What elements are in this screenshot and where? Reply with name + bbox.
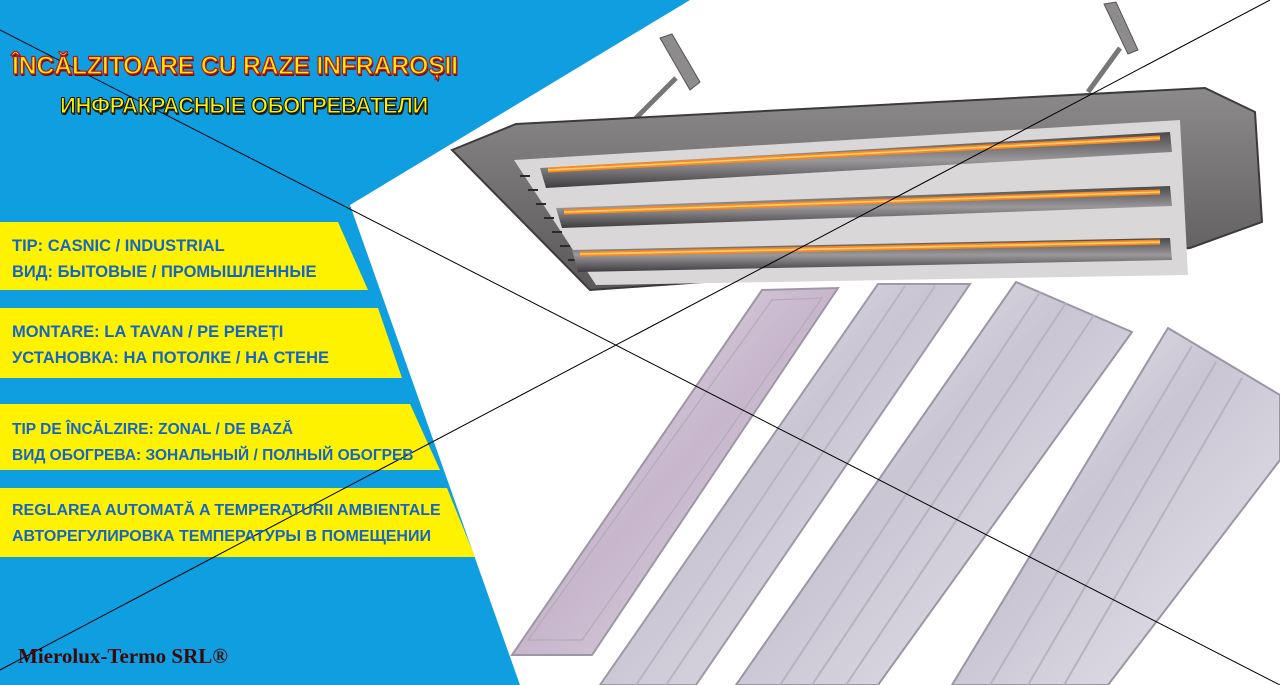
feature-1: TIP: CASNIC / INDUSTRIAL ВИД: БЫТОВЫЕ / …: [12, 233, 317, 285]
feature-3: TIP DE ÎNCĂLZIRE: ZONAL / DE BAZĂ ВИД ОБ…: [12, 417, 413, 469]
feature-4-ru: АВТОРЕГУЛИРОВКА ТЕМПЕРАТУРЫ В ПОМЕЩЕНИИ: [12, 528, 431, 545]
diagonal-line-2: [0, 0, 1271, 671]
title-romanian: ÎNCĂLZITOARE CU RAZE INFRAROȘII: [11, 51, 458, 80]
panel-heater-2: [598, 283, 972, 685]
panel-heater-4: [950, 326, 1280, 685]
feature-2-ro: MONTARE: LA TAVAN / PE PEREȚI: [12, 323, 284, 341]
feature-3-ro: TIP DE ÎNCĂLZIRE: ZONAL / DE BAZĂ: [12, 421, 294, 438]
diagonal-line-1: [0, 29, 1280, 685]
company-name: Mierolux-Termo SRL®: [18, 644, 228, 668]
panel-heater-1: [510, 286, 840, 656]
feature-1-ro: TIP: CASNIC / INDUSTRIAL: [12, 237, 225, 255]
feature-band-4: [0, 488, 475, 557]
feature-2-ru: УСТАНОВКА: НА ПОТОЛКЕ / НА СТЕНЕ: [12, 349, 329, 367]
feature-2: MONTARE: LA TAVAN / PE PEREȚI УСТАНОВКА:…: [12, 319, 329, 371]
feature-band-2: [0, 308, 402, 378]
feature-4: REGLAREA AUTOMATĂ A TEMPERATURII AMBIENT…: [12, 498, 441, 550]
feature-3-ru: ВИД ОБОГРЕВА: ЗОНАЛЬНЫЙ / ПОЛНЫЙ ОБОГРЕВ: [12, 447, 414, 464]
feature-band-1: [0, 222, 368, 290]
feature-band-3: [0, 404, 440, 470]
title-russian: ИНФРАКРАСНЫЕ ОБОГРЕВАТЕЛИ: [60, 93, 429, 119]
feature-4-ro: REGLAREA AUTOMATĂ A TEMPERATURII AMBIENT…: [12, 502, 441, 519]
feature-1-ru: ВИД: БЫТОВЫЕ / ПРОМЫШЛЕННЫЕ: [12, 263, 317, 281]
panel-heater-3: [734, 280, 1134, 685]
ceiling-infrared-heater: [450, 1, 1264, 292]
